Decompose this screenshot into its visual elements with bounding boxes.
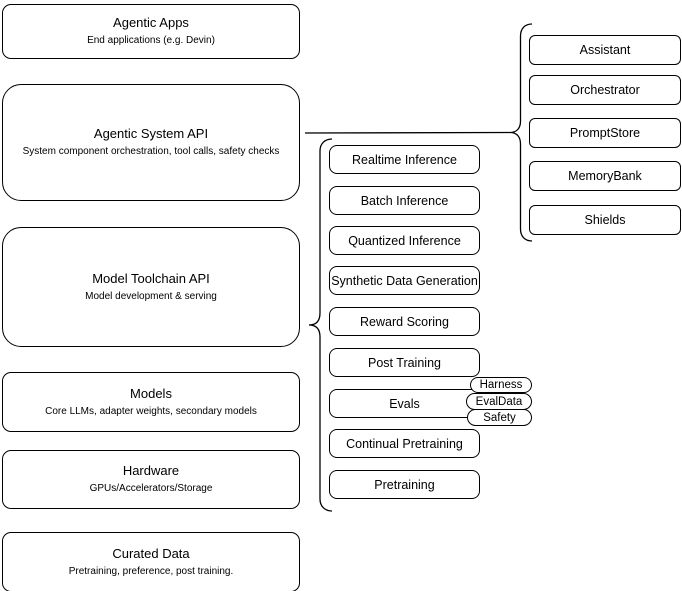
system-api-connector-line bbox=[304, 131, 511, 134]
node-models: Models Core LLMs, adapter weights, secon… bbox=[2, 372, 300, 432]
node-hardware: Hardware GPUs/Accelerators/Storage bbox=[2, 450, 300, 509]
node-shields: Shields bbox=[529, 205, 681, 235]
node-subtitle: Core LLMs, adapter weights, secondary mo… bbox=[45, 405, 257, 417]
node-title: Agentic System API bbox=[93, 126, 209, 142]
node-subtitle: Model development & serving bbox=[85, 290, 217, 302]
node-title: Models bbox=[130, 385, 172, 401]
node-subtitle: GPUs/Accelerators/Storage bbox=[89, 483, 213, 495]
node-orchestrator: Orchestrator bbox=[529, 75, 681, 105]
tag-safety: Safety bbox=[467, 409, 532, 426]
node-title: Hardware bbox=[122, 463, 180, 479]
node-realtime-inference: Realtime Inference bbox=[329, 145, 480, 174]
node-agentic-apps: Agentic Apps End applications (e.g. Devi… bbox=[2, 4, 300, 59]
node-continual-pretraining: Continual Pretraining bbox=[329, 429, 480, 458]
node-title: Agentic Apps bbox=[113, 15, 189, 31]
node-agentic-system-api: Agentic System API System component orch… bbox=[2, 84, 300, 201]
node-reward-scoring: Reward Scoring bbox=[329, 307, 480, 336]
node-post-training: Post Training bbox=[329, 348, 480, 377]
node-quantized-inference: Quantized Inference bbox=[329, 226, 480, 255]
node-promptstore: PromptStore bbox=[529, 118, 681, 148]
node-assistant: Assistant bbox=[529, 35, 681, 65]
node-subtitle: Pretraining, preference, post training. bbox=[68, 565, 234, 577]
node-subtitle: System component orchestration, tool cal… bbox=[22, 146, 280, 158]
node-title: Curated Data bbox=[112, 545, 190, 561]
tag-evaldata: EvalData bbox=[466, 393, 532, 410]
node-batch-inference: Batch Inference bbox=[329, 186, 480, 215]
node-model-toolchain-api: Model Toolchain API Model development & … bbox=[2, 227, 300, 347]
node-title: Model Toolchain API bbox=[92, 270, 210, 286]
node-evals: Evals bbox=[329, 389, 480, 418]
node-synthetic-data-generation: Synthetic Data Generation bbox=[329, 266, 480, 295]
node-subtitle: End applications (e.g. Devin) bbox=[87, 35, 215, 47]
node-pretraining: Pretraining bbox=[329, 470, 480, 499]
node-memorybank: MemoryBank bbox=[529, 161, 681, 191]
tag-harness: Harness bbox=[470, 377, 532, 393]
node-curated-data: Curated Data Pretraining, preference, po… bbox=[2, 532, 300, 591]
